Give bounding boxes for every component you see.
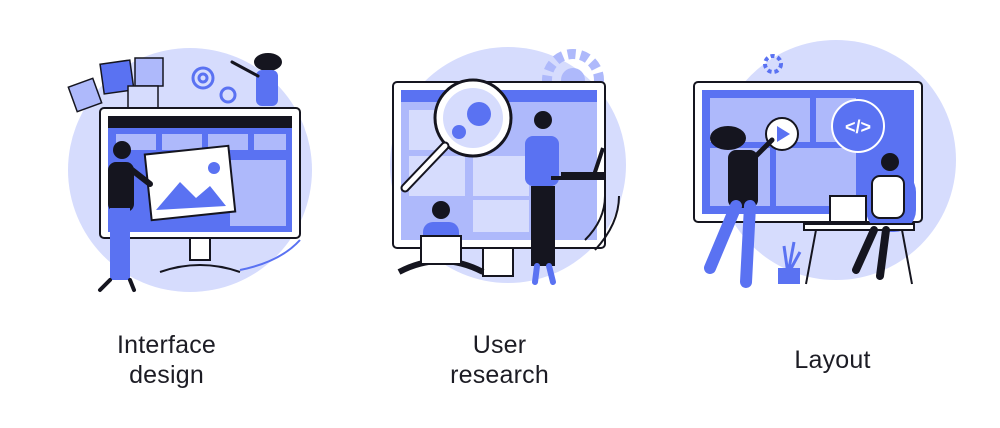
panel-user-research: User research [333,0,666,428]
gear-icon [191,66,237,104]
code-symbol: </> [845,117,871,137]
magnifier-icon [400,78,513,193]
panel-layout: </> [666,0,999,428]
woman-person-icon [704,126,775,288]
caption-user-research: User research [333,330,666,390]
pointing-person-icon [230,53,282,106]
caption-line: User [472,331,527,359]
plant-icon [778,241,802,284]
caption-line: Layout [794,346,871,374]
interface-design-illustration [67,48,312,292]
caption-interface-design: Interface design [0,330,333,390]
code-icon: </> [831,99,885,153]
panel-interface-design: Interface design [0,0,333,428]
desk-person-icon [803,153,916,285]
user-research-illustration [390,47,626,285]
caption-line: Interface [116,331,217,359]
layout-illustration: </> [693,40,956,288]
researcher-person-icon [525,111,605,285]
caption-line: design [129,361,204,389]
designer-person-icon [98,141,153,292]
caption-layout: Layout [666,345,999,375]
gear-icon [763,54,783,74]
image-placeholder-icon [143,144,237,222]
caption-line: research [450,361,549,389]
sitting-person-icon [397,201,485,275]
play-button-icon [765,117,799,151]
